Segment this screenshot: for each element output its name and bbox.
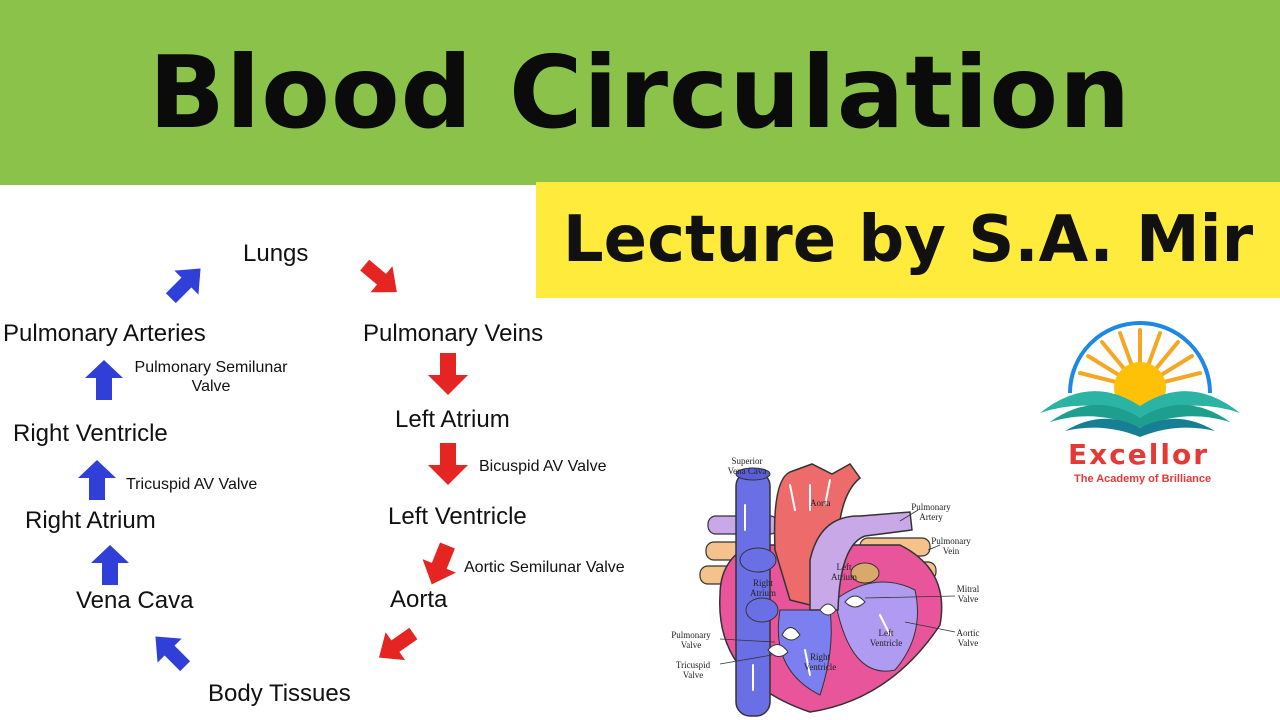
hl-right-atrium: Right Atrium [750, 578, 776, 598]
node-left-ventricle: Left Ventricle [388, 503, 527, 530]
hl-left-atrium: Left Atrium [831, 562, 857, 582]
node-body-tissues: Body Tissues [208, 680, 351, 707]
node-left-atrium: Left Atrium [395, 406, 510, 433]
arrow-arteries-to-lungs [165, 268, 201, 304]
arrow-aorta-to-body [378, 627, 418, 661]
title-banner [0, 0, 1280, 185]
hl-right-ventricle: Right Ventricle [803, 652, 837, 672]
arrow-right-ventricle-to-arteries [85, 360, 123, 400]
arrow-veins-to-left-atrium [428, 353, 468, 395]
valve-pulmonary-semilunar-line2: Valve [191, 378, 231, 395]
logo-name: Excellor [1068, 438, 1210, 471]
arrow-right-atrium-to-ventricle [78, 460, 116, 500]
node-lungs: Lungs [243, 240, 309, 267]
node-pulmonary-veins: Pulmonary Veins [363, 320, 544, 347]
arrow-left-atrium-to-ventricle [428, 443, 468, 485]
node-right-atrium: Right Atrium [25, 507, 156, 534]
excellor-logo-icon [1040, 321, 1240, 437]
hl-tricuspid-valve: Tricuspid Valve [675, 660, 711, 680]
node-aorta: Aorta [390, 586, 448, 613]
hl-pulmonary-artery: Pulmonary Artery [911, 502, 951, 522]
hl-left-ventricle: Left Ventricle [869, 628, 903, 648]
node-vena-cava: Vena Cava [76, 587, 194, 614]
subtitle-banner [536, 182, 1280, 298]
valve-pulmonary-semilunar: Pulmonary Semilunar Valve [120, 358, 302, 396]
hl-mitral-valve: Mitral Valve [956, 584, 980, 604]
arrow-vena-cava-to-right-atrium [91, 545, 129, 585]
node-pulmonary-arteries: Pulmonary Arteries [3, 320, 206, 347]
node-right-ventricle: Right Ventricle [13, 420, 168, 447]
lecture-subtitle: Lecture by S.A. Mir [562, 203, 1254, 277]
valve-bicuspid: Bicuspid AV Valve [479, 458, 607, 475]
hl-pulmonary-valve: Pulmonary Valve [671, 630, 711, 650]
valve-pulmonary-semilunar-line1: Pulmonary Semilunar [134, 359, 288, 376]
valve-tricuspid: Tricuspid AV Valve [126, 476, 258, 493]
hl-pulmonary-vein: Pulmonary Vein [931, 536, 971, 556]
heart-diagram [699, 463, 956, 717]
valve-aortic-semilunar: Aortic Semilunar Valve [464, 559, 625, 576]
hl-aortic-valve: Aortic Valve [956, 628, 980, 648]
arrow-lungs-to-veins [360, 259, 397, 293]
logo-tagline: The Academy of Brilliance [1074, 473, 1212, 485]
hl-aorta: Aorta [810, 498, 831, 508]
arrow-ventricle-to-aorta [422, 542, 456, 585]
hl-superior-vena-cava: Superior Vena Cava [727, 456, 767, 476]
arrow-body-to-vena-cava [155, 636, 191, 672]
page-title: Blood Circulation [148, 34, 1132, 151]
